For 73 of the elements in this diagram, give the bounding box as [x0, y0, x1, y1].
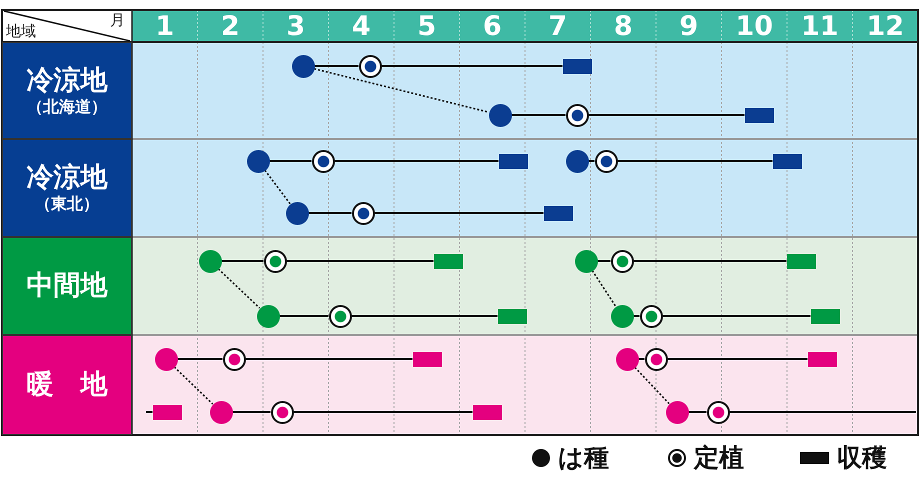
timeline-line [232, 411, 270, 413]
dotted-line [592, 270, 616, 307]
timeline-line [634, 260, 786, 262]
header-text: 地域 [6, 22, 36, 40]
harvest-bar [562, 58, 592, 74]
month-number: 1 [154, 12, 176, 42]
month-number: 4 [350, 12, 372, 42]
region-subname: （東北） [35, 194, 99, 214]
timeline-line [618, 160, 772, 162]
timeline-line [688, 411, 706, 413]
dotted-line [314, 68, 490, 113]
month-number: 8 [612, 12, 634, 42]
month-number: 5 [416, 12, 438, 42]
region-box [2, 139, 132, 237]
region-subname: （北海道） [27, 96, 107, 116]
region-name: 中間地 [26, 270, 108, 302]
harvest-bar [472, 404, 502, 420]
month-number: 12 [865, 12, 906, 42]
timeline-line [634, 315, 640, 317]
timeline-line [382, 65, 562, 67]
legend-text: 定植 [694, 443, 744, 473]
timeline-line [730, 411, 916, 413]
month-number: 10 [734, 12, 774, 42]
harvest-bar [772, 154, 802, 168]
timeline-line [146, 411, 152, 413]
region-box [2, 237, 132, 335]
legend-text: 収穫 [837, 443, 887, 473]
region-name: 暖 地 [26, 369, 108, 401]
harvest-bar [498, 154, 528, 168]
timeline-line [662, 315, 810, 317]
header-text: 月 [110, 11, 125, 29]
timeline-line [588, 114, 744, 116]
timeline-line [280, 315, 328, 317]
region-box [2, 335, 132, 435]
harvest-bar [808, 352, 836, 366]
month-number: 11 [800, 12, 840, 42]
timeline-line [308, 212, 352, 214]
timeline-line [588, 160, 594, 162]
dotted-line [218, 268, 260, 309]
timeline-line [512, 114, 566, 116]
timeline-line [374, 212, 544, 214]
timeline-line [246, 358, 412, 360]
month-number: 6 [482, 12, 503, 42]
timeline-line [314, 65, 358, 67]
harvest-bar [434, 254, 462, 268]
dotted-line [264, 170, 291, 204]
harvest-bar [498, 308, 526, 324]
timeline-line [294, 411, 472, 413]
region-box [2, 42, 132, 139]
region-name: 冷涼地 [26, 162, 108, 194]
harvest-bar [152, 404, 182, 420]
legend-text: は種 [558, 443, 609, 473]
harvest-bar [412, 352, 442, 366]
harvest-bar [544, 206, 572, 220]
timeline-line [638, 358, 644, 360]
month-number: 2 [220, 12, 241, 42]
harvest-bar [744, 108, 774, 122]
month-number: 7 [547, 12, 568, 42]
dotted-line [634, 366, 670, 404]
timeline-line [178, 358, 222, 360]
timeline-line [352, 315, 498, 317]
harvest-bar [810, 308, 840, 324]
timeline-line [334, 160, 498, 162]
month-number: 9 [678, 12, 700, 42]
timeline-line [270, 160, 312, 162]
timeline-line [286, 260, 434, 262]
region-name: 冷涼地 [26, 64, 108, 96]
timeline-line [222, 260, 264, 262]
dotted-line [174, 366, 214, 405]
harvest-bar [786, 254, 816, 268]
month-number: 3 [285, 12, 306, 42]
timeline-line [668, 358, 808, 360]
timeline-line [598, 260, 610, 262]
